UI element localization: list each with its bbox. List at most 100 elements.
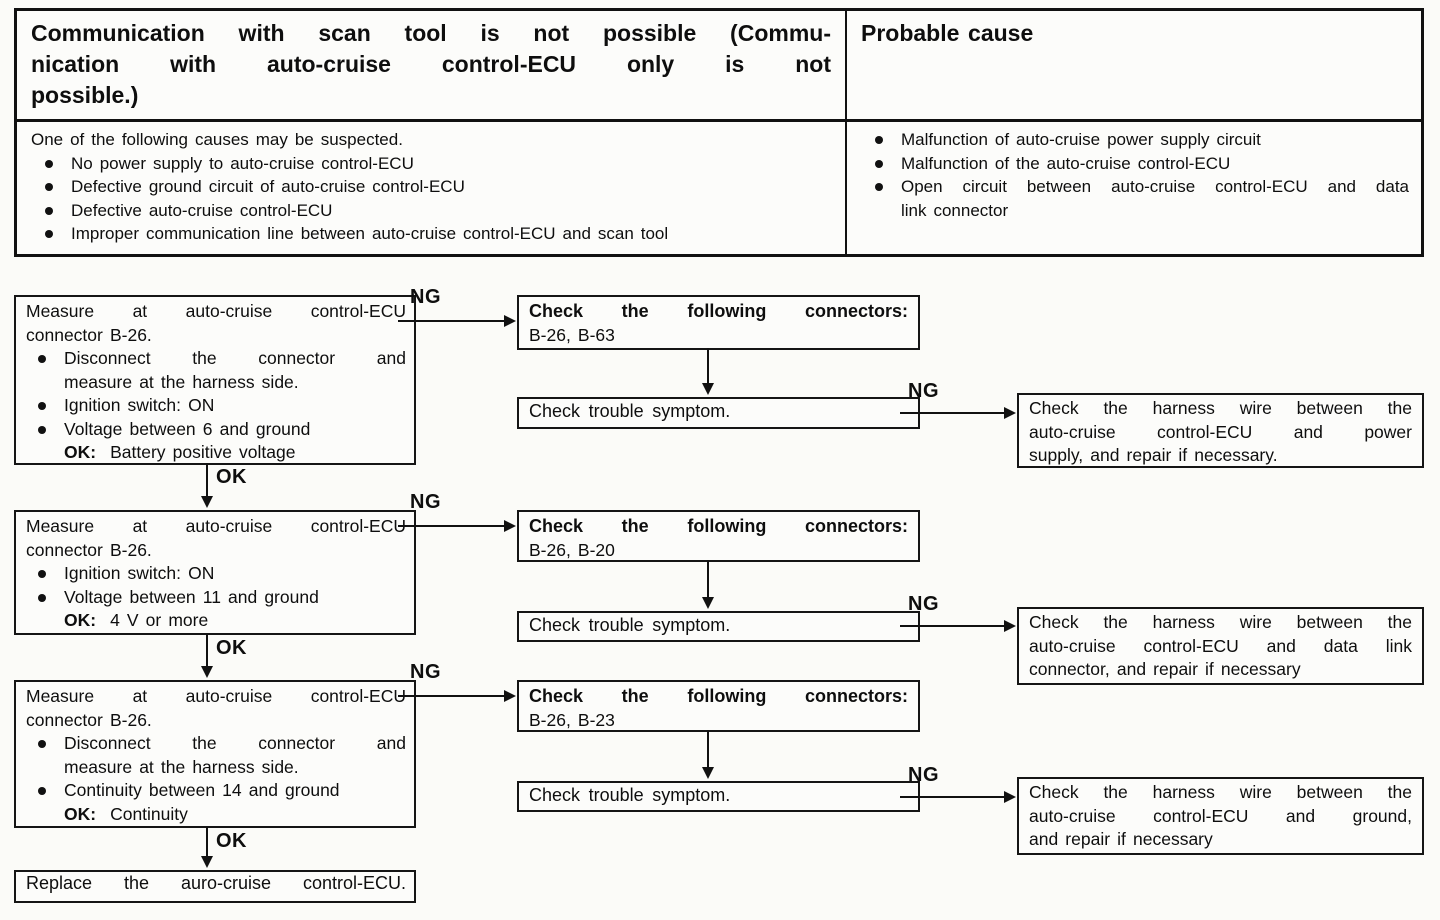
ok-criteria-label: OK: <box>64 803 97 824</box>
measure-bullet-text: Ignition switch: ON <box>64 563 215 583</box>
bullet-dot-icon <box>26 779 64 803</box>
connector-ids: B-26, B-23 <box>529 710 615 730</box>
ok-criteria-label: OK: <box>64 442 97 462</box>
cause-item-label: Defective ground circuit of auto-cruise … <box>71 177 465 196</box>
ng-label: NG <box>410 491 441 513</box>
bullet-dot-icon <box>29 199 71 223</box>
suspected-causes-intro: One of the following causes may be suspe… <box>31 130 403 149</box>
ng-label: NG <box>908 380 939 402</box>
symptom-title: Communication with scan tool is not poss… <box>17 11 845 119</box>
probable-cause-item: Malfunction of auto-cruise power supply … <box>859 128 1409 152</box>
ok-label: OK <box>216 637 247 659</box>
probable-cause-line: Open circuit between auto-cruise control… <box>901 177 1409 196</box>
ok-label: OK <box>216 830 247 852</box>
ok-criteria: OK: 4 V or more <box>64 609 406 633</box>
bullet-line: Disconnect the connector and <box>64 733 406 753</box>
bullet-dot-icon <box>26 586 64 610</box>
ok-label: OK <box>216 466 247 488</box>
probable-cause-header: Probable cause <box>845 11 1421 119</box>
cause-item-label: Improper communication line between auto… <box>71 224 669 243</box>
repair-line: auto-cruise control-ECU and data link <box>1029 635 1412 656</box>
measure-box-2: Measure at auto-cruise control-ECU conne… <box>14 510 416 635</box>
check-connectors-box-3: Check the following connectors: B-26, B-… <box>517 680 920 732</box>
measure-bullet: Ignition switch: ON <box>26 394 406 418</box>
ng-label: NG <box>410 286 441 308</box>
ok-criteria-value: Battery positive voltage <box>110 442 296 462</box>
bullet-dot-icon <box>26 562 64 586</box>
ng-label: NG <box>908 593 939 615</box>
measure-bullet: Continuity between 14 and ground <box>26 779 406 803</box>
suspected-causes-cell: One of the following causes may be suspe… <box>17 122 845 254</box>
bullet-dot-icon <box>859 152 901 176</box>
repair-line: auto-cruise control-ECU and ground, <box>1029 805 1412 826</box>
ng-arrow-right-6 <box>900 791 1016 803</box>
ng-label: NG <box>908 764 939 786</box>
ng-arrow-right-5 <box>900 620 1016 632</box>
measure-bullet-text: Disconnect the connector and measure at … <box>64 732 406 779</box>
header-body-row: One of the following causes may be suspe… <box>17 119 1421 254</box>
connector-ids: B-26, B-20 <box>529 540 615 560</box>
probable-cause-label: Malfunction of the auto-cruise control-E… <box>901 153 1231 173</box>
bullet-dot-icon <box>26 347 64 394</box>
check-connectors-title: Check the following connectors: <box>529 301 908 321</box>
ng-arrow-right-1 <box>398 315 516 327</box>
ok-criteria: OK: Continuity <box>64 803 406 827</box>
connector-ids: B-26, B-63 <box>529 325 615 345</box>
check-connectors-title: Check the following connectors: <box>529 686 908 706</box>
cause-item: Improper communication line between auto… <box>29 222 833 246</box>
measure-title-line: connector B-26. <box>26 324 152 345</box>
ng-arrow-right-2 <box>398 520 516 532</box>
probable-cause-line: link connector <box>901 200 1009 220</box>
measure-bullet: Disconnect the connector and measure at … <box>26 347 406 394</box>
measure-bullet-text: Ignition switch: ON <box>64 395 215 415</box>
cause-item: Defective auto-cruise control-ECU <box>29 199 833 223</box>
repair-box-data-link: Check the harness wire between the auto-… <box>1017 607 1424 685</box>
check-trouble-symptom-box-1: Check trouble symptom. <box>517 397 920 429</box>
bullet-dot-icon <box>26 732 64 779</box>
measure-bullet: Voltage between 11 and ground <box>26 586 406 610</box>
ng-label: NG <box>410 661 441 683</box>
check-trouble-symptom-box-2: Check trouble symptom. <box>517 611 920 642</box>
symptom-title-line: nication with auto-cruise control-ECU on… <box>31 51 831 77</box>
symptom-title-line: Communication with scan tool is not poss… <box>31 20 831 46</box>
repair-line: auto-cruise control-ECU and power <box>1029 421 1412 442</box>
probable-cause-item: Malfunction of the auto-cruise control-E… <box>859 152 1409 176</box>
ok-arrow-down-2 <box>201 634 213 678</box>
bullet-dot-icon <box>29 175 71 199</box>
measure-bullet-text: Voltage between 6 and ground <box>64 418 311 439</box>
measure-bullet: Disconnect the connector and measure at … <box>26 732 406 779</box>
header-title-row: Communication with scan tool is not poss… <box>17 11 1421 119</box>
check-connectors-title: Check the following connectors: <box>529 516 908 536</box>
ok-arrow-down-1 <box>201 463 213 508</box>
repair-box-power-supply: Check the harness wire between the auto-… <box>1017 393 1424 468</box>
ok-criteria-label: OK: <box>64 610 97 630</box>
repair-line: Check the harness wire between the <box>1029 398 1412 418</box>
measure-title-line: connector B-26. <box>26 539 152 560</box>
cause-item-label: Defective auto-cruise control-ECU <box>71 200 333 220</box>
replace-ecu-box: Replace the auro-cruise control-ECU. <box>14 870 416 903</box>
probable-cause-label: Open circuit between auto-cruise control… <box>901 175 1409 222</box>
ok-criteria-value: 4 V or more <box>110 610 209 630</box>
repair-line: Check the harness wire between the <box>1029 612 1412 632</box>
bullet-line: Disconnect the connector and <box>64 348 406 368</box>
measure-title-line: Measure at auto-cruise control-ECU <box>26 686 406 706</box>
repair-box-ground: Check the harness wire between the auto-… <box>1017 777 1424 855</box>
cause-item-label: No power supply to auto-cruise control-E… <box>71 153 414 173</box>
bullet-dot-icon <box>859 175 901 222</box>
cause-item: No power supply to auto-cruise control-E… <box>29 152 833 176</box>
check-trouble-symptom-box-3: Check trouble symptom. <box>517 781 920 812</box>
measure-title-line: Measure at auto-cruise control-ECU <box>26 516 406 536</box>
measure-bullet-text: Continuity between 14 and ground <box>64 780 340 800</box>
measure-bullet: Voltage between 6 and ground <box>26 418 406 442</box>
flow-arrow-down-1 <box>702 348 714 395</box>
repair-line: connector, and repair if necessary <box>1029 659 1301 679</box>
measure-title-line: connector B-26. <box>26 709 152 730</box>
bullet-dot-icon <box>29 152 71 176</box>
ng-arrow-right-3 <box>398 690 516 702</box>
bullet-line: measure at the harness side. <box>64 371 299 392</box>
repair-line: and repair if necessary <box>1029 829 1213 849</box>
flow-arrow-down-2 <box>702 560 714 609</box>
ok-criteria-value: Continuity <box>110 803 188 824</box>
ng-arrow-right-4 <box>900 407 1016 419</box>
measure-bullet-text: Voltage between 11 and ground <box>64 586 319 607</box>
